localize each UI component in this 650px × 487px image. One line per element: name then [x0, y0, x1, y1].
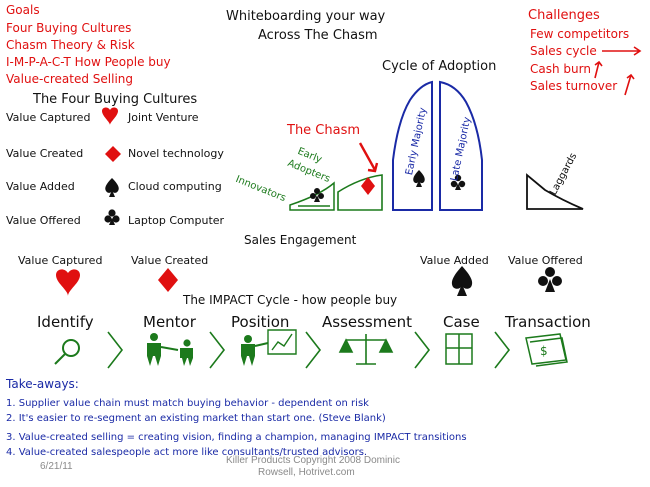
- culture-label: Value Captured: [6, 111, 91, 124]
- engagement-label: Value Captured: [18, 254, 103, 267]
- page-title-line2: Across The Chasm: [258, 28, 378, 43]
- impact-step: Position: [231, 313, 290, 331]
- challenges-item: Few competitors: [530, 27, 630, 41]
- impact-heading: The IMPACT Cycle - how people buy: [183, 293, 398, 307]
- impact-step: Transaction: [505, 313, 591, 331]
- takeaway-item: 2. It's easier to re-segment an existing…: [6, 413, 386, 424]
- early-majority-spade-icon: [413, 170, 425, 187]
- goals-item: Four Buying Cultures: [6, 21, 132, 35]
- engagement-spade-icon: [451, 266, 473, 296]
- challenges-heading: Challenges: [528, 8, 600, 23]
- footer-copyright-line2: Rowsell, Hotrivet.com: [258, 467, 355, 478]
- goals-item: Chasm Theory & Risk: [6, 38, 135, 52]
- goals-heading: Goals: [6, 3, 40, 17]
- engagement-diamond-icon: [158, 268, 178, 292]
- late-majority-curve: [439, 80, 483, 211]
- culture-desc: Laptop Computer: [128, 214, 225, 227]
- cultures-heading: The Four Buying Cultures: [33, 92, 198, 107]
- laggards-curve: [526, 173, 584, 210]
- engagement-label: Value Offered: [508, 254, 583, 267]
- challenges-item: Sales cycle: [530, 44, 597, 58]
- takeaway-item: 4. Value-created salespeople act more li…: [6, 447, 368, 458]
- challenges-item: Sales turnover: [530, 79, 618, 93]
- heart-icon: [102, 107, 118, 125]
- club-icon: [104, 209, 120, 225]
- culture-desc: Cloud computing: [128, 180, 222, 193]
- chasm-label: The Chasm: [287, 123, 361, 138]
- culture-label: Value Offered: [6, 214, 81, 227]
- impact-step: Identify: [37, 313, 94, 331]
- culture-desc: Joint Venture: [128, 111, 199, 124]
- footer-date: 6/21/11: [40, 461, 73, 472]
- early-adopters-diamond-icon: [361, 177, 375, 195]
- presenter-chart-icon: [241, 329, 297, 366]
- impact-chevrons: [107, 331, 511, 369]
- chasm-arrow: [358, 142, 379, 173]
- early-majority-curve: [392, 80, 433, 211]
- mentor-people-icon: [147, 333, 193, 366]
- early-adopters-curve: [337, 174, 383, 211]
- engagement-label: Value Added: [420, 254, 489, 267]
- page-title-line1: Whiteboarding your way: [226, 9, 386, 24]
- footer-copyright-line1: Killer Products Copyright 2008 Dominic: [226, 455, 400, 466]
- takeaways-heading: Take-aways:: [6, 377, 79, 391]
- money-icon: $: [525, 333, 568, 367]
- adoption-heading: Cycle of Adoption: [382, 59, 497, 74]
- takeaway-item: 3. Value-created selling = creating visi…: [6, 432, 467, 443]
- culture-label: Value Created: [6, 147, 84, 160]
- engagement-heading: Sales Engagement: [244, 233, 357, 247]
- takeaway-item: 1. Supplier value chain must match buyin…: [6, 398, 369, 409]
- late-majority-club-icon: [450, 174, 466, 190]
- engagement-heart-icon: [56, 269, 80, 296]
- culture-desc: Novel technology: [128, 147, 224, 160]
- goals-item: Value-created Selling: [6, 72, 134, 86]
- engagement-label: Value Created: [131, 254, 209, 267]
- goals-item: I-M-P-A-C-T How People buy: [6, 55, 171, 69]
- svg-text:$: $: [540, 344, 548, 358]
- magnifier-icon: [54, 339, 80, 365]
- impact-step: Assessment: [322, 313, 412, 331]
- spade-icon: [105, 178, 119, 197]
- challenge-arrows: [594, 46, 642, 96]
- impact-step: Mentor: [143, 313, 196, 331]
- culture-icons: [102, 107, 121, 225]
- challenges-item: Cash burn: [530, 62, 591, 76]
- impact-step: Case: [443, 313, 480, 331]
- scales-icon: [338, 334, 394, 365]
- culture-label: Value Added: [6, 180, 75, 193]
- engagement-club-icon: [538, 267, 562, 292]
- innovators-club-icon: [310, 188, 324, 202]
- case-grid-icon: [445, 333, 473, 365]
- diamond-icon: [105, 146, 121, 162]
